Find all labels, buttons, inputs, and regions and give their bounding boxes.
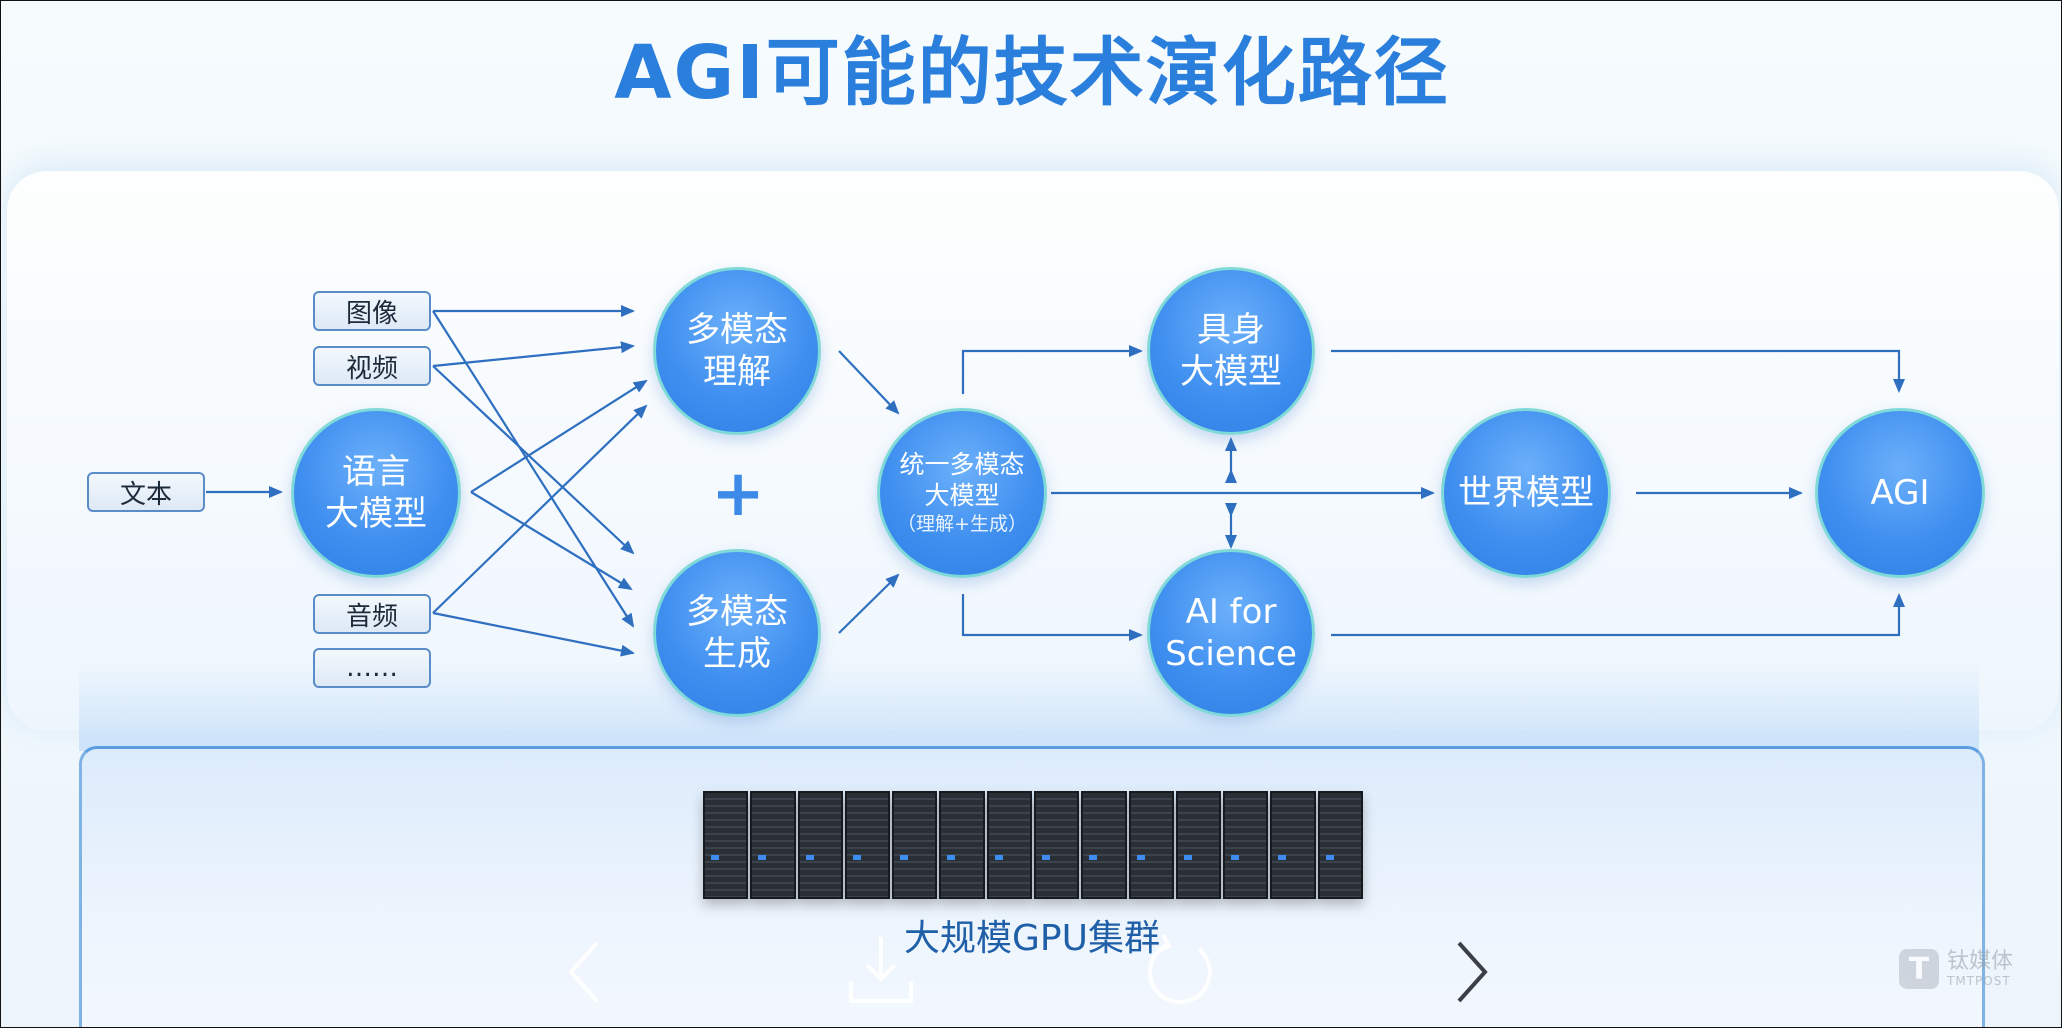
node-mm-generate-line2: 生成	[703, 634, 771, 674]
node-unified-line1: 统一多模态	[899, 450, 1025, 479]
slide-title: AGI可能的技术演化路径	[614, 30, 1450, 116]
input-audio-box: 音频	[313, 594, 431, 634]
node-agi-label: AGI	[1870, 473, 1930, 513]
arrow-audio-to-generate	[432, 611, 635, 657]
node-language-model-line1: 语言	[342, 452, 410, 492]
tmtpost-watermark: T 钛媒体 TMTPOST	[1899, 949, 2013, 989]
arrow-image-to-generate	[432, 310, 635, 628]
server-rack	[703, 791, 749, 899]
server-rack	[892, 791, 938, 899]
server-rack	[1223, 791, 1269, 899]
server-rack	[1128, 791, 1174, 899]
server-rack	[797, 791, 843, 899]
node-mm-understand-line1: 多模态	[686, 310, 788, 350]
server-rack	[1270, 791, 1316, 899]
download-icon[interactable]	[843, 931, 919, 1007]
server-rack	[986, 791, 1032, 899]
node-mm-generate-line1: 多模态	[686, 592, 788, 632]
node-ai-for-science: AI for Science	[1147, 549, 1315, 717]
node-world-model-label: 世界模型	[1458, 473, 1594, 513]
arrow-audio-to-understand	[432, 404, 648, 614]
chevron-right-icon[interactable]	[1453, 937, 1493, 1007]
node-language-model: 语言 大模型	[291, 408, 461, 578]
input-more-box: ……	[313, 648, 431, 688]
node-language-model-line2: 大模型	[325, 494, 427, 534]
gpu-tray	[79, 746, 1985, 1027]
server-rack	[844, 791, 891, 899]
plus-symbol: +	[711, 457, 765, 531]
input-text-box: 文本	[87, 472, 205, 512]
node-world-model: 世界模型	[1441, 408, 1611, 578]
arrow-video-to-understand	[432, 341, 635, 368]
node-embodied-model: 具身 大模型	[1147, 267, 1315, 435]
tmtpost-logo-text: 钛媒体 TMTPOST	[1947, 949, 2014, 989]
gpu-cluster-image	[703, 791, 1363, 899]
server-rack	[939, 791, 985, 899]
node-unified-subtitle: （理解+生成）	[897, 513, 1027, 535]
arrow-llm-to-understand	[470, 379, 648, 493]
node-embodied-line1: 具身	[1197, 310, 1265, 350]
node-multimodal-understanding: 多模态 理解	[653, 267, 821, 435]
chevron-left-icon[interactable]	[563, 937, 603, 1007]
arrow-unified-to-ai-science	[961, 594, 1143, 641]
arrow-unified-to-embodied	[961, 345, 1143, 394]
node-unified-multimodal: 统一多模态 大模型 （理解+生成）	[877, 408, 1047, 578]
arrow-understand-to-unified	[838, 350, 900, 415]
node-mm-understand-line2: 理解	[703, 352, 771, 392]
node-ai-science-line1: AI for	[1185, 592, 1277, 632]
input-image-box: 图像	[313, 291, 431, 331]
refresh-icon[interactable]	[1141, 931, 1221, 1011]
server-rack	[1175, 791, 1222, 899]
arrow-llm-to-generate	[470, 491, 633, 591]
arrow-video-to-generate	[432, 365, 635, 555]
input-video-box: 视频	[313, 346, 431, 386]
watermark-name-en: TMTPOST	[1947, 974, 2011, 988]
server-rack	[1081, 791, 1127, 899]
tmtpost-logo-icon: T	[1899, 949, 1939, 989]
arrow-generate-to-unified	[838, 573, 900, 634]
watermark-name-cn: 钛媒体	[1947, 949, 2014, 974]
server-rack	[1317, 791, 1363, 899]
node-multimodal-generation: 多模态 生成	[653, 549, 821, 717]
arrow-ai-science-to-agi	[1331, 593, 1905, 637]
node-unified-line2: 大模型	[924, 481, 1000, 510]
node-agi: AGI	[1815, 408, 1985, 578]
server-rack	[750, 791, 796, 899]
node-ai-science-line2: Science	[1165, 634, 1297, 674]
arrow-embodied-to-agi	[1331, 349, 1905, 393]
gpu-cluster-label: 大规模GPU集群	[904, 918, 1160, 959]
server-rack	[1033, 791, 1080, 899]
node-embodied-line2: 大模型	[1180, 352, 1282, 392]
